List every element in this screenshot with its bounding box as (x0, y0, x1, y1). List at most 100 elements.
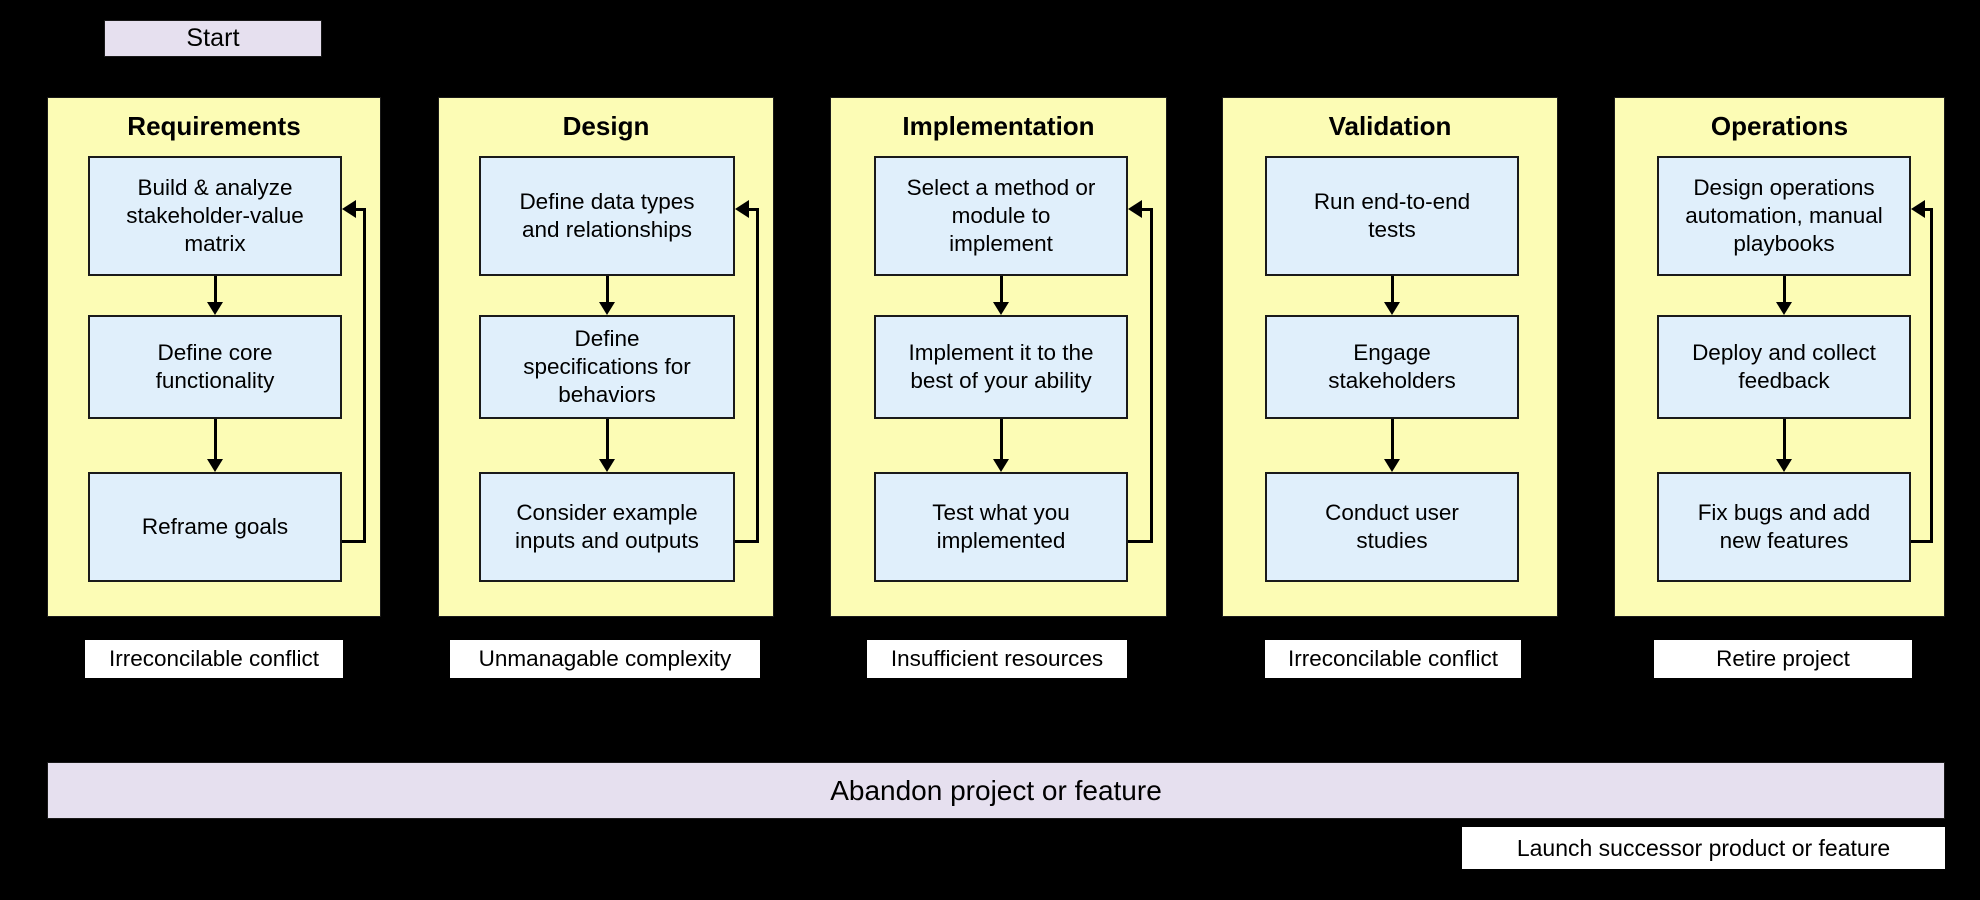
step-text-line: Engage (1353, 340, 1431, 366)
step-text-line: Deploy and collect (1692, 340, 1876, 366)
launch-successor-node[interactable]: Launch successor product or feature (1462, 827, 1945, 869)
phase-title-operations: Operations (1710, 111, 1849, 141)
exit-label-implementation[interactable]: Insufficient resources (867, 640, 1127, 678)
connector-arrowhead-implementation-2 (993, 302, 1009, 315)
step-text-line: tests (1368, 217, 1416, 242)
step-text-line: Fix bugs and add (1697, 500, 1871, 526)
exit-label-text: Retire project (1716, 646, 1850, 671)
feedback-loop-arrowhead (1911, 200, 1925, 219)
step-text-line: Test what you (932, 500, 1070, 526)
step-text-line: matrix (184, 230, 246, 256)
step-text-line: Build & analyze (137, 175, 293, 201)
connector-arrow-design-1-to-2 (605, 276, 609, 305)
exit-label-text: Irreconcilable conflict (1287, 646, 1499, 671)
feedback-loop-top-segment (747, 207, 759, 211)
step-text-line: Define core (157, 340, 273, 366)
step-text-line: studies (1356, 528, 1428, 553)
exit-label-design[interactable]: Unmanagable complexity (450, 640, 760, 678)
connector-arrowhead-operations-2 (1776, 302, 1792, 315)
step-text-line: Consider example (516, 500, 698, 526)
step-text-line: new features (1719, 528, 1849, 553)
connector-arrowhead-operations-3 (1776, 459, 1792, 472)
feedback-loop-arrowhead (735, 200, 749, 219)
step-text-line: specifications for (523, 354, 691, 380)
exit-label-text: Irreconcilable conflict (108, 646, 320, 671)
feedback-loop-arrowhead (1128, 200, 1142, 219)
connector-arrow-validation-1-to-2 (1390, 276, 1394, 305)
step-text-line: playbooks (1733, 230, 1835, 256)
step-box-text: Reframe goals (142, 513, 288, 541)
step-text-line: Define data types (519, 189, 695, 215)
step-text-line: Design operations (1693, 175, 1875, 201)
connector-arrow-requirements-2-to-3 (213, 419, 217, 462)
abandon-project-node[interactable]: Abandon project or feature (47, 762, 1945, 819)
feedback-loop-top-segment (1140, 207, 1153, 211)
phase-title-implementation: Implementation (902, 111, 1095, 141)
feedback-loop-bottom-segment (735, 540, 759, 544)
step-text-line: stakeholder-value (126, 203, 304, 229)
connector-arrowhead-validation-2 (1384, 302, 1400, 315)
step-text-line: Reframe goals (141, 514, 289, 540)
step-text-line: module to (951, 203, 1051, 229)
feedback-loop-vertical-segment (756, 207, 759, 544)
step-text-line: feedback (1738, 368, 1830, 393)
connector-arrow-implementation-2-to-3 (999, 419, 1003, 462)
exit-label-operations[interactable]: Retire project (1654, 640, 1912, 678)
step-text-line: Conduct user (1325, 500, 1459, 526)
launch-successor-label: Launch successor product or feature (1516, 834, 1891, 861)
phase-title-validation: Validation (1328, 111, 1452, 141)
feedback-loop-vertical-segment (1930, 207, 1933, 544)
exit-label-validation[interactable]: Irreconcilable conflict (1265, 640, 1521, 678)
step-text-line: Select a method or (906, 175, 1096, 201)
phase-title-requirements: Requirements (127, 111, 301, 141)
feedback-loop-bottom-segment (1128, 540, 1153, 544)
feedback-loop-vertical-segment (1150, 207, 1153, 544)
step-text-line: implemented (936, 528, 1066, 553)
feedback-loop-arrowhead (342, 200, 356, 219)
feedback-loop-bottom-segment (342, 540, 366, 544)
feedback-loop-bottom-segment (1911, 540, 1933, 544)
step-text-line: functionality (155, 368, 275, 393)
connector-arrow-requirements-1-to-2 (213, 276, 217, 305)
start-node[interactable]: Start (104, 20, 322, 57)
step-text-line: implement (949, 230, 1053, 256)
abandon-project-label: Abandon project or feature (830, 774, 1162, 806)
connector-arrowhead-requirements-3 (207, 459, 223, 472)
feedback-loop-vertical-segment (363, 207, 366, 544)
step-text-line: Define (574, 326, 640, 352)
exit-label-requirements[interactable]: Irreconcilable conflict (85, 640, 343, 678)
step-box-requirements-3[interactable]: Reframe goals (88, 472, 342, 582)
connector-arrow-operations-1-to-2 (1782, 276, 1786, 305)
connector-arrowhead-design-2 (599, 302, 615, 315)
feedback-loop-top-segment (1923, 207, 1933, 211)
